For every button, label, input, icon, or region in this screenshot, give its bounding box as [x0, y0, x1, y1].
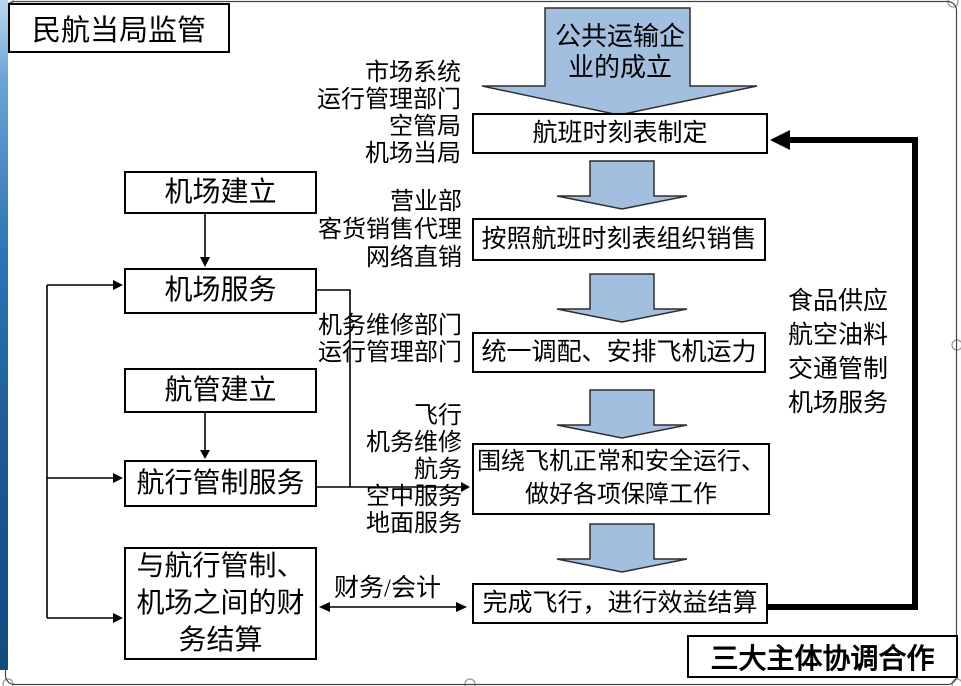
label-line: 地面服务 — [366, 511, 462, 537]
label-line: 航务 — [414, 457, 462, 483]
label-sales-group: 营业部 客货销售代理 网络直销 — [318, 188, 462, 272]
box-text: 航管建立 — [164, 374, 277, 406]
label-flight-group: 飞行 机务维修 航务 空中服务 地面服务 — [366, 403, 462, 538]
box-atc-service: 航行管制服务 — [124, 460, 317, 507]
regulator-title-text: 民航当局监管 — [31, 15, 206, 47]
label-finance: 财务/会计 — [334, 575, 441, 602]
thin-connectors — [46, 214, 461, 619]
label-line: 客货销售代理 — [318, 217, 462, 243]
label-line: 机场当局 — [365, 141, 461, 167]
start-arrow-label: 公共运输企 业的成立 — [540, 21, 700, 83]
start-arrow-line: 公共运输企 — [554, 22, 685, 51]
label-maintenance-group: 机务维修部门 运行管理部门 — [318, 313, 462, 367]
box-text: 与航行管制、 — [136, 551, 305, 582]
label-line: 航空油料 — [788, 322, 889, 349]
arrowhead — [319, 602, 330, 612]
arrowhead — [461, 482, 470, 492]
label-line: 交通管制 — [788, 356, 889, 383]
arrowhead — [113, 473, 123, 483]
arrowhead — [456, 602, 467, 612]
box-flight-schedule: 航班时刻表制定 — [472, 113, 768, 154]
left-accent-bar — [0, 0, 8, 670]
box-airport-service: 机场服务 — [124, 268, 317, 314]
box-allocate-capacity: 统一调配、安排飞机运力 — [472, 332, 766, 373]
box-text: 围绕飞机正常和安全运行、 — [477, 449, 765, 475]
arrowhead — [200, 257, 210, 267]
box-atc-establish: 航管建立 — [124, 368, 317, 413]
cooperation-title-box: 三大主体协调合作 — [687, 635, 958, 678]
arrowhead — [113, 613, 123, 623]
label-line: 机务维修部门 — [318, 313, 462, 339]
feedback-loop-arrowhead — [770, 130, 790, 150]
box-benefit-settlement: 完成飞行，进行效益结算 — [472, 583, 768, 624]
label-line: 飞行 — [414, 403, 462, 429]
label-line: 市场系统 — [365, 60, 461, 86]
label-line: 空中服务 — [366, 484, 462, 510]
label-line: 空管局 — [389, 114, 461, 140]
box-financial-settlement: 与航行管制、 机场之间的财 务结算 — [124, 547, 317, 660]
start-arrow-shape — [481, 7, 758, 116]
box-safe-operation: 围绕飞机正常和安全运行、 做好各项保障工作 — [472, 443, 770, 515]
box-text: 机场之间的财 — [136, 588, 305, 619]
label-line: 机务维修 — [366, 430, 462, 456]
box-text: 航班时刻表制定 — [532, 119, 708, 147]
label-support-group: 食品供应 航空油料 交通管制 机场服务 — [788, 285, 888, 421]
box-text: 按照航班时刻表组织销售 — [481, 225, 757, 253]
label-line: 食品供应 — [788, 288, 889, 315]
flow-arrow-1 — [556, 160, 688, 210]
label-market-group: 市场系统 运行管理部门 空管局 机场当局 — [317, 60, 461, 168]
box-text: 做好各项保障工作 — [525, 482, 717, 508]
box-text: 务结算 — [178, 625, 263, 656]
regulator-title-box: 民航当局监管 — [8, 3, 230, 53]
start-arrow-line: 业的成立 — [567, 53, 672, 82]
box-text: 完成飞行，进行效益结算 — [482, 589, 758, 617]
connector-airport-service-down — [317, 289, 351, 487]
flow-arrow-4 — [556, 523, 688, 573]
arrowhead — [200, 450, 210, 459]
thin-arrowheads — [113, 257, 470, 623]
arrowhead — [113, 280, 123, 290]
cooperation-title-text: 三大主体协调合作 — [710, 643, 935, 675]
label-line: 运行管理部门 — [318, 340, 462, 366]
label-line: 营业部 — [390, 189, 462, 215]
box-text: 统一调配、安排飞机运力 — [481, 338, 757, 366]
box-text: 机场服务 — [164, 275, 277, 306]
flow-arrow-3 — [556, 389, 688, 439]
feedback-loop-line — [768, 137, 918, 610]
box-text: 航行管制服务 — [136, 467, 305, 499]
label-line: 网络直销 — [366, 245, 462, 271]
label-line: 运行管理部门 — [317, 87, 461, 113]
box-text: 机场建立 — [164, 176, 277, 208]
box-organize-sales: 按照航班时刻表组织销售 — [472, 218, 766, 261]
label-line: 机场服务 — [788, 390, 889, 417]
flow-arrow-2 — [556, 273, 688, 323]
box-airport-establish: 机场建立 — [124, 171, 317, 214]
